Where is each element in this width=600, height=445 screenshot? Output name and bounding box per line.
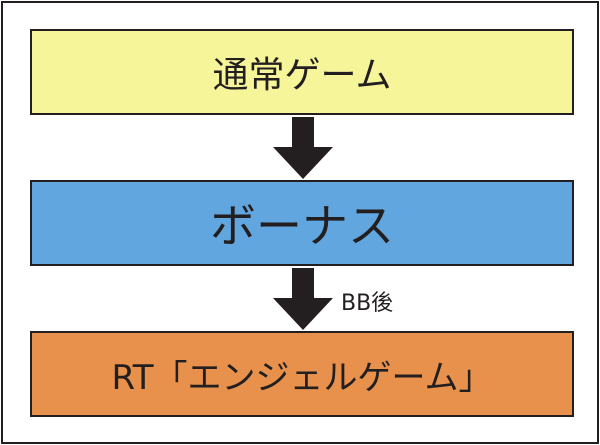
arrow-down-icon (273, 268, 333, 330)
node-bonus: ボーナス (30, 180, 574, 266)
node-normal-game: 通常ゲーム (30, 29, 574, 115)
arrow-down-icon (273, 117, 333, 179)
node-rt-angel-game: RT「エンジェルゲーム」 (30, 331, 574, 417)
edge-label-after-bb: BB後 (341, 291, 394, 316)
arrow-shape (273, 117, 333, 179)
arrow-shape (273, 268, 333, 330)
